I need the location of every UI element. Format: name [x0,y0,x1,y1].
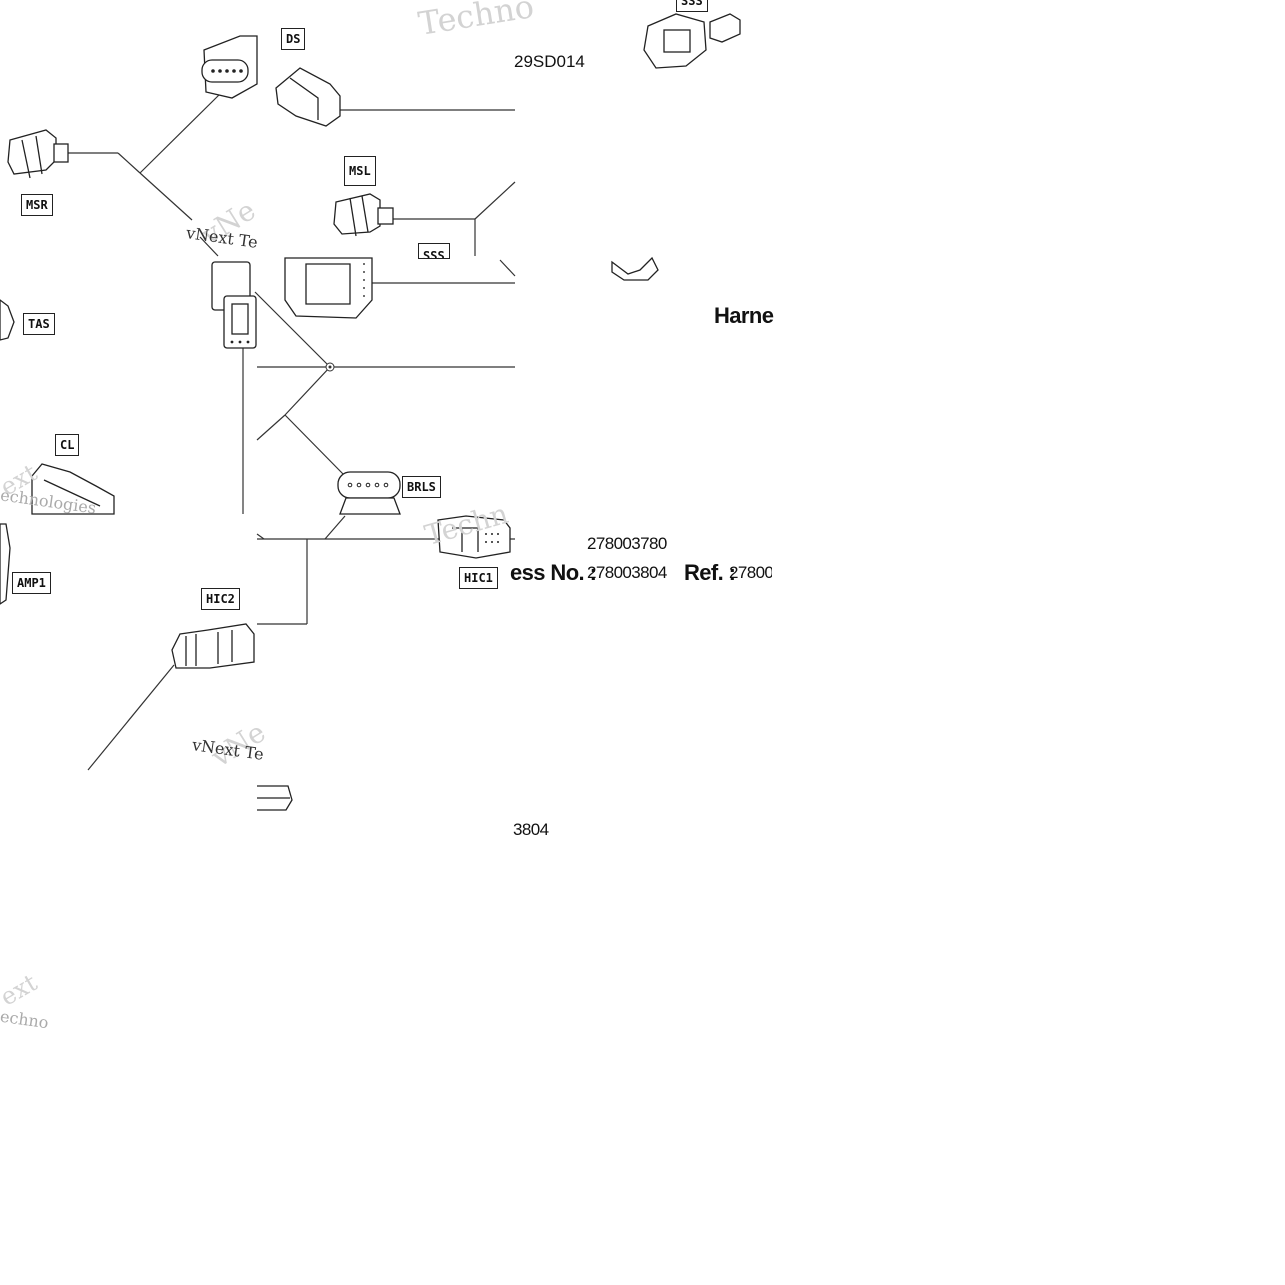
harness-title: Harne [714,303,774,328]
connector-five-pin-top-drawing [201,35,258,99]
connector-ds-drawing [275,67,341,127]
label-sss-mid: SSS [418,243,450,259]
connector-brls-drawing [337,471,401,515]
label-cl: CL [55,434,80,456]
label-ds: DS [281,28,306,50]
connector-msl-drawing [333,193,394,237]
connector-tas-drawing [0,299,15,341]
harness-no-label: ess No. : [510,560,597,585]
connector-amp1-drawing [0,523,11,605]
connector-sss-top-drawing [643,13,741,69]
connector-hic1-drawing [437,515,511,559]
label-amp1: AMP1 [12,572,51,594]
connector-msr-drawing [7,129,69,179]
ref-value: 278003 [729,563,772,582]
harness-no-value: 278003804 [587,563,667,582]
label-hic1: HIC1 [459,567,498,589]
figure-code: 29SD014 [514,52,585,71]
ref-label: Ref. : [684,560,736,585]
connector-vertical-drawing [211,261,257,349]
bottom-code: 3804 [513,820,549,839]
label-hic2: HIC2 [201,588,240,610]
label-msr: MSR [21,194,53,216]
connector-hic2-drawing [171,623,255,669]
label-tas: TAS [23,313,55,335]
part-number-upper: 278003780 [587,534,667,553]
label-msl: MSL [344,156,376,186]
connector-middle-block-drawing [284,256,659,319]
label-brls: BRLS [402,476,441,498]
connector-bottom-fragment-drawing [257,785,293,811]
label-sss-top: SSS [676,0,708,12]
connector-cl-drawing [31,463,115,515]
